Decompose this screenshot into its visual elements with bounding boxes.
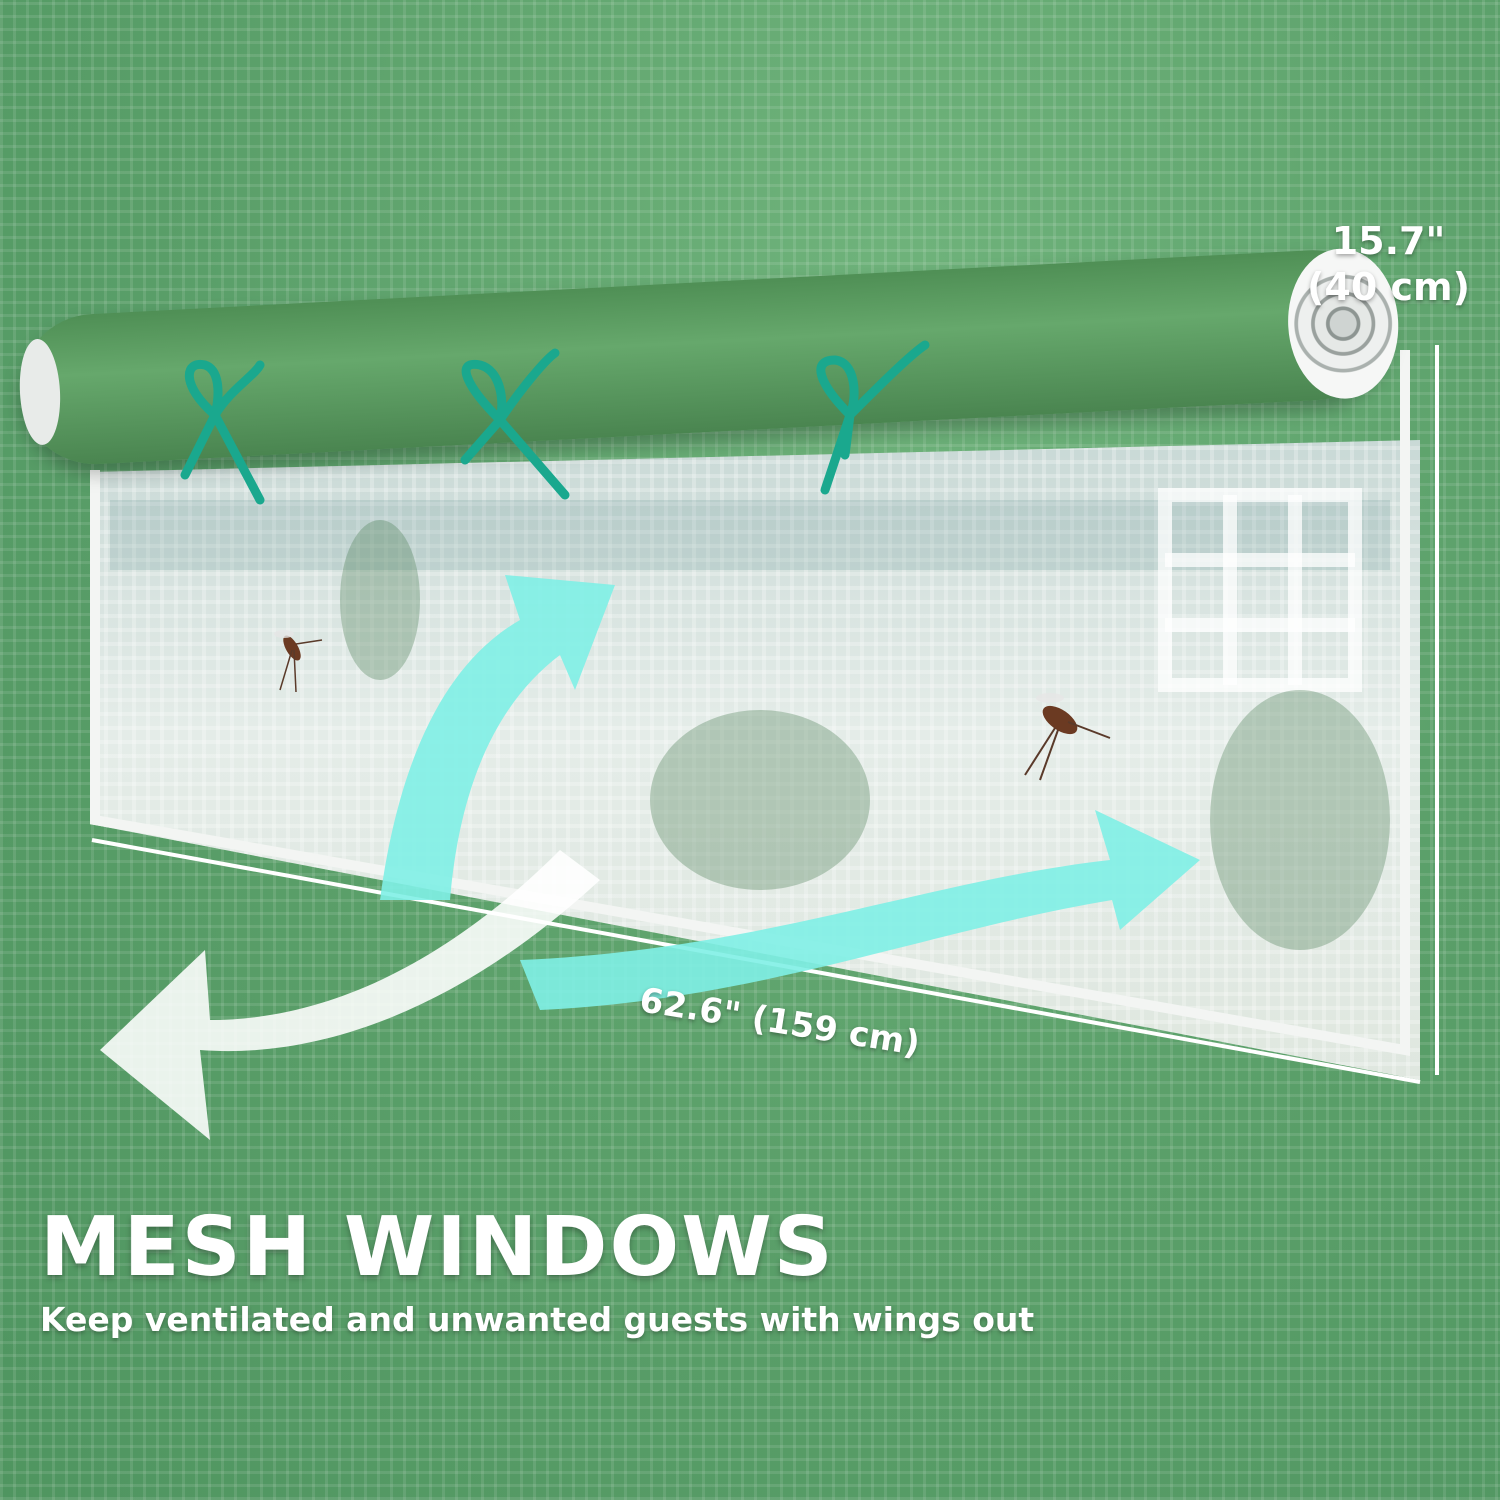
trellis	[1158, 488, 1362, 692]
mosquito-icon	[274, 630, 323, 693]
tie-strap-2	[460, 348, 570, 500]
tie-strap-1	[180, 359, 265, 505]
plants	[340, 520, 1390, 950]
height-dimension-label: 15.7" (40 cm)	[1307, 218, 1470, 310]
height-inches: 15.7"	[1331, 219, 1446, 263]
page-title: MESH WINDOWS	[40, 1200, 835, 1295]
tie-strap-3	[816, 340, 930, 495]
height-centimeters: (40 cm)	[1307, 265, 1470, 309]
mosquito-icon	[1024, 693, 1111, 781]
page-subtitle: Keep ventilated and unwanted guests with…	[40, 1300, 1035, 1339]
